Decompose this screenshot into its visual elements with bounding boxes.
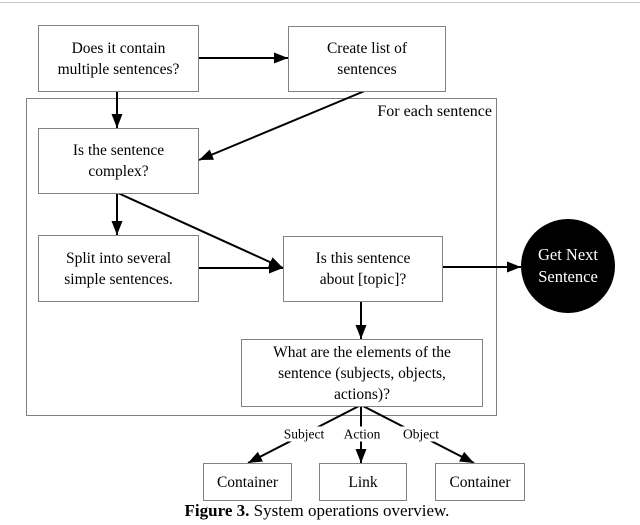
node-text-line: Get Next: [537, 245, 599, 264]
node-text-line: What are the elements of the: [273, 343, 451, 361]
edge-label-object: Object: [400, 426, 442, 442]
node-text-line: about [topic]?: [319, 271, 407, 288]
arrow-createlist-to-complex: [198, 89, 368, 161]
node-create-list: Create list of sentences: [288, 26, 446, 92]
node-container-object: Container: [435, 463, 525, 501]
node-text-line: multiple sentences?: [57, 60, 180, 78]
node-text-line: sentences: [337, 61, 397, 78]
node-text-line: simple sentences.: [64, 270, 173, 288]
node-text-line: sentence (subjects, objects,: [278, 364, 446, 382]
node-text-line: Does it contain: [71, 39, 166, 57]
edge-label-subject: Subject: [280, 426, 328, 442]
node-text-line: Sentence: [538, 267, 598, 286]
top-divider: [0, 2, 640, 3]
arrow-complex-to-topic: [117, 192, 284, 269]
figure-caption: Figure 3. System operations overview.: [0, 499, 634, 522]
figure-caption-label: Figure 3.: [184, 501, 250, 520]
node-link-action: Link: [319, 463, 407, 501]
node-text-line: actions)?: [334, 385, 390, 403]
node-container-subject: Container: [203, 463, 292, 501]
loop-label: For each sentence: [377, 103, 492, 120]
node-text-line: Container: [216, 473, 279, 491]
node-is-complex: Is the sentence complex?: [38, 128, 199, 194]
node-sentence-elements: What are the elements of the sentence (s…: [241, 339, 483, 407]
node-text-line: Is the sentence: [72, 142, 165, 159]
node-text-line: Create list of: [326, 40, 408, 57]
figure-caption-text: System operations overview.: [253, 501, 450, 520]
node-text-line: Is this sentence: [315, 250, 411, 267]
edge-label-action: Action: [340, 426, 384, 442]
node-text-line: Split into several: [65, 249, 172, 267]
node-text-line: Link: [348, 473, 378, 491]
node-text-line: complex?: [88, 163, 149, 180]
node-about-topic: Is this sentence about [topic]?: [283, 236, 443, 302]
node-split-sentences: Split into several simple sentences.: [38, 235, 199, 302]
node-get-next-sentence: Get Next Sentence: [521, 219, 615, 313]
node-text-line: Container: [449, 473, 511, 491]
node-multiple-sentences: Does it contain multiple sentences?: [38, 25, 199, 92]
